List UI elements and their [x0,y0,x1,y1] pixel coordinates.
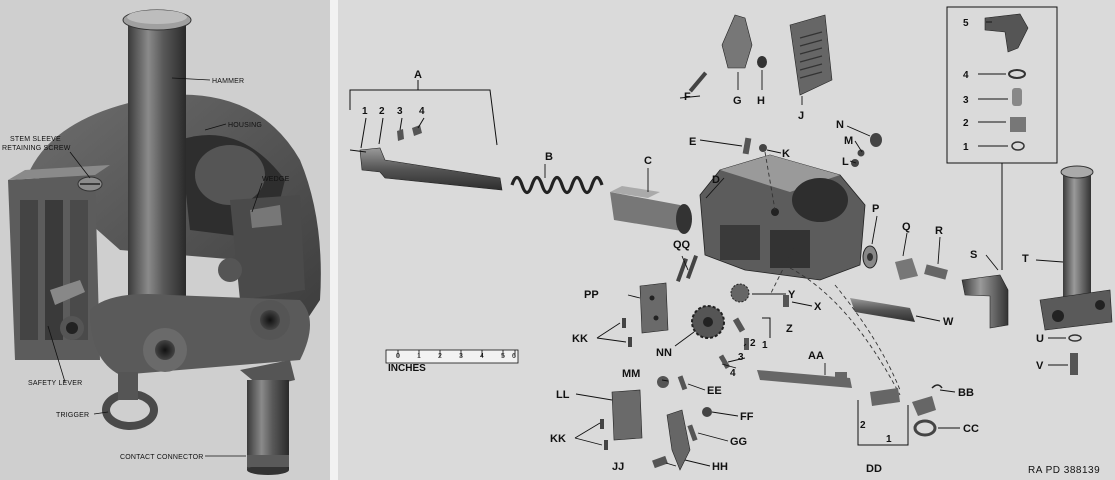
part-label-F: F [684,91,691,103]
part-label-GG: GG [730,436,747,448]
part-label-B: B [545,151,553,163]
label-safety-lever: SAFETY LEVER [28,380,82,387]
part-label-G: G [733,95,742,107]
assembled-view-panel: HAMMER HOUSING STEM SLEEVE RETAINING SCR… [0,0,330,480]
s-sub-2: 2 [963,118,969,129]
part-label-KK-lower: KK [550,433,566,445]
part-label-NN: NN [656,347,672,359]
part-label-LL: LL [556,389,570,401]
scale-tick-6: 6 [512,353,516,360]
part-label-W: W [943,316,954,328]
part-label-M: M [844,135,853,147]
exploded-view-panel: 0 1 2 3 4 5 6 INCHES [338,0,1115,480]
part-label-QQ: QQ [673,239,691,251]
part-label-J: J [798,110,804,122]
part-label-KK-upper: KK [572,333,588,345]
part-label-Y: Y [788,289,796,301]
part-label-D: D [712,174,720,186]
dd-sub-1: 1 [886,434,892,445]
part-label-R: R [935,225,943,237]
panel-divider [330,0,338,480]
part-label-K: K [782,148,790,160]
s-sub-1: 1 [963,142,969,153]
part-label-X: X [814,301,822,313]
a-sub-4: 4 [419,106,425,117]
part-label-T: T [1022,253,1029,265]
figure-reference: RA PD 388139 [1028,465,1100,476]
part-label-CC: CC [963,423,979,435]
scale-unit: INCHES [388,363,426,374]
part-label-HH: HH [712,461,728,473]
label-wedge: WEDGE [262,176,290,183]
part-label-Z: Z [786,323,793,335]
label-trigger: TRIGGER [56,412,89,419]
label-stem-sleeve-line2: RETAINING SCREW [2,145,71,152]
z-sub-2: 2 [750,338,756,349]
part-label-A: A [414,69,422,81]
assembled-firing-mechanism-illustration: HAMMER HOUSING STEM SLEEVE RETAINING SCR… [2,9,321,475]
part-label-AA: AA [808,350,824,362]
label-housing: HOUSING [228,122,262,129]
scale-tick-2: 2 [438,353,442,360]
part-label-U: U [1036,333,1044,345]
z-sub-4: 4 [730,368,736,379]
exploded-parts-illustration: 0 1 2 3 4 5 6 INCHES [349,6,1113,476]
part-label-C: C [644,155,652,167]
s-sub-3: 3 [963,95,969,106]
z-sub-1: 1 [762,340,768,351]
inch-scale: 0 1 2 3 4 5 6 INCHES [385,349,519,374]
left-labels: HAMMER HOUSING STEM SLEEVE RETAINING SCR… [2,78,290,461]
part-label-E: E [689,136,696,148]
part-label-P: P [872,203,879,215]
z-sub-3: 3 [738,352,744,363]
part-label-JJ: JJ [612,461,624,473]
scale-tick-4: 4 [480,353,484,360]
scale-tick-5: 5 [501,353,505,360]
scale-tick-1: 1 [417,353,421,360]
part-label-MM: MM [622,368,640,380]
scale-tick-0: 0 [396,353,400,360]
part-label-BB: BB [958,387,974,399]
part-label-FF: FF [740,411,754,423]
part-label-V: V [1036,360,1044,372]
s-sub-4: 4 [963,70,969,81]
part-label-N: N [836,119,844,131]
label-stem-sleeve-line1: STEM SLEEVE [10,136,61,143]
scale-tick-3: 3 [459,353,463,360]
part-label-Q: Q [902,221,911,233]
part-label-S: S [970,249,977,261]
sub-number-labels: 1 2 3 4 5 4 3 2 1 1 2 3 4 1 2 [362,18,969,445]
label-contact-connector: CONTACT CONNECTOR [120,454,204,461]
part-label-EE: EE [707,385,722,397]
a-sub-1: 1 [362,106,368,117]
part-label-DD: DD [866,463,882,475]
s-sub-5: 5 [963,18,969,29]
part-label-L: L [842,156,849,168]
dd-sub-2: 2 [860,420,866,431]
part-label-PP: PP [584,289,599,301]
label-hammer: HAMMER [212,78,244,85]
part-labels: A B C D E F G H J K L M N P Q R S T U V … [414,69,1044,475]
a-sub-3: 3 [397,106,403,117]
part-label-H: H [757,95,765,107]
a-sub-2: 2 [379,106,385,117]
